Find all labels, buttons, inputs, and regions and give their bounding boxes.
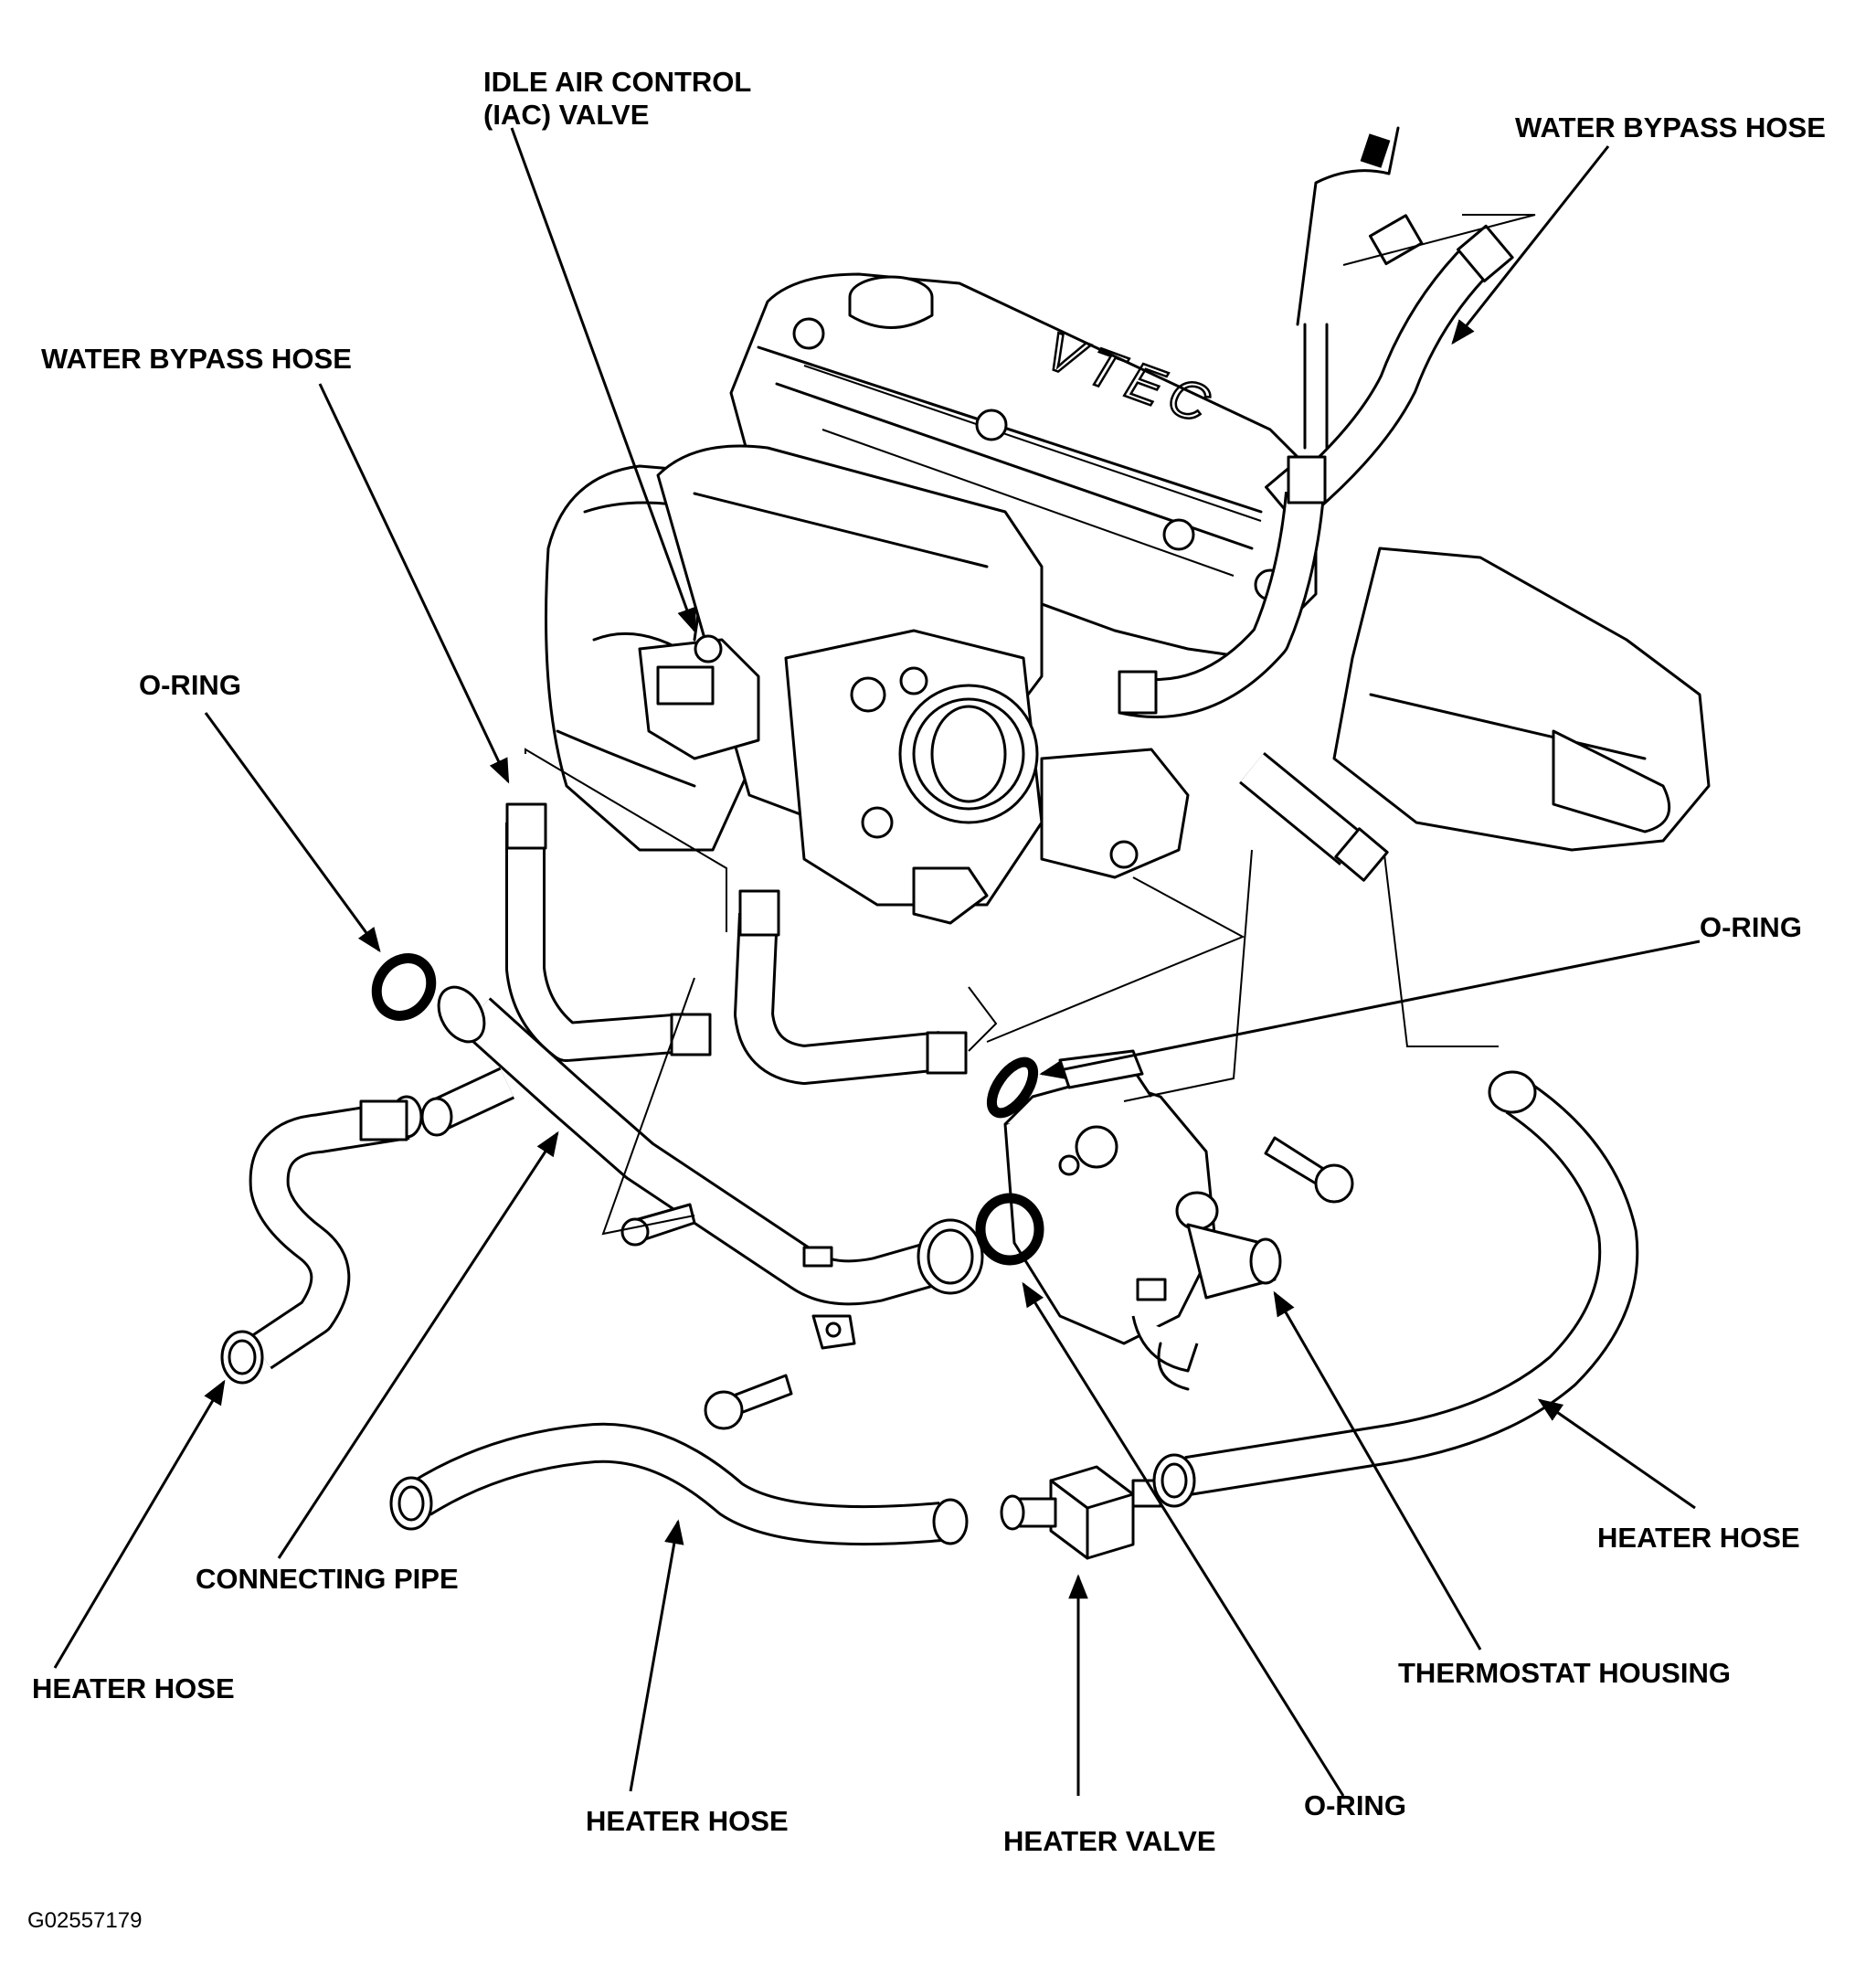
label-heater-hose-left: HEATER HOSE bbox=[32, 1672, 235, 1704]
leader-lines bbox=[53, 127, 1701, 1797]
label-iac-valve: IDLE AIR CONTROL (IAC) VALVE bbox=[483, 66, 752, 131]
label-o-ring-right: O-RING bbox=[1700, 911, 1802, 943]
engine-assembly: VTEC bbox=[545, 272, 1711, 925]
water-bypass-hose-left bbox=[505, 802, 712, 1062]
iac-valve bbox=[638, 634, 760, 760]
label-o-ring-bottom: O-RING bbox=[1304, 1789, 1406, 1821]
heater-valve-shape bbox=[1000, 1465, 1162, 1560]
thermostat-housing-shape bbox=[1003, 1049, 1282, 1391]
water-bypass-hose-vertical bbox=[1118, 126, 1400, 718]
label-heater-hose-right: HEATER HOSE bbox=[1597, 1522, 1800, 1554]
figure-id: G02557179 bbox=[27, 1908, 143, 1933]
water-bypass-hose-right bbox=[1265, 224, 1514, 520]
label-o-ring-left: O-RING bbox=[139, 669, 241, 701]
heater-hose-bottom-shape bbox=[389, 1422, 969, 1546]
label-thermostat-housing: THERMOSTAT HOUSING bbox=[1398, 1657, 1731, 1689]
bolt-connecting-pipe bbox=[620, 1203, 696, 1247]
label-water-bypass-hose-left: WATER BYPASS HOSE bbox=[41, 343, 352, 375]
egr-unit bbox=[1332, 547, 1711, 852]
label-heater-valve: HEATER VALVE bbox=[1003, 1825, 1216, 1857]
o-ring-right-shape bbox=[986, 1056, 1039, 1119]
label-heater-hose-bottom: HEATER HOSE bbox=[586, 1805, 789, 1837]
o-ring-bottom-shape bbox=[975, 1193, 1044, 1266]
assembly-guide-lines bbox=[525, 214, 1536, 1236]
label-water-bypass-hose-right: WATER BYPASS HOSE bbox=[1515, 111, 1826, 143]
label-connecting-pipe: CONNECTING PIPE bbox=[196, 1563, 459, 1595]
heater-hose-right-shape bbox=[1152, 1070, 1639, 1508]
bolt-thermostat bbox=[1264, 1136, 1354, 1204]
short-hose-right bbox=[1239, 751, 1389, 882]
throttle-body bbox=[784, 629, 1044, 907]
water-bypass-hose-middle bbox=[734, 889, 968, 1085]
o-ring-left-shape bbox=[371, 953, 437, 1021]
heater-hose-left-shape bbox=[220, 1095, 423, 1385]
top-hose-fittings bbox=[1360, 133, 1424, 266]
connecting-pipe-shape bbox=[420, 985, 984, 1350]
bolt-bottom bbox=[704, 1374, 793, 1430]
